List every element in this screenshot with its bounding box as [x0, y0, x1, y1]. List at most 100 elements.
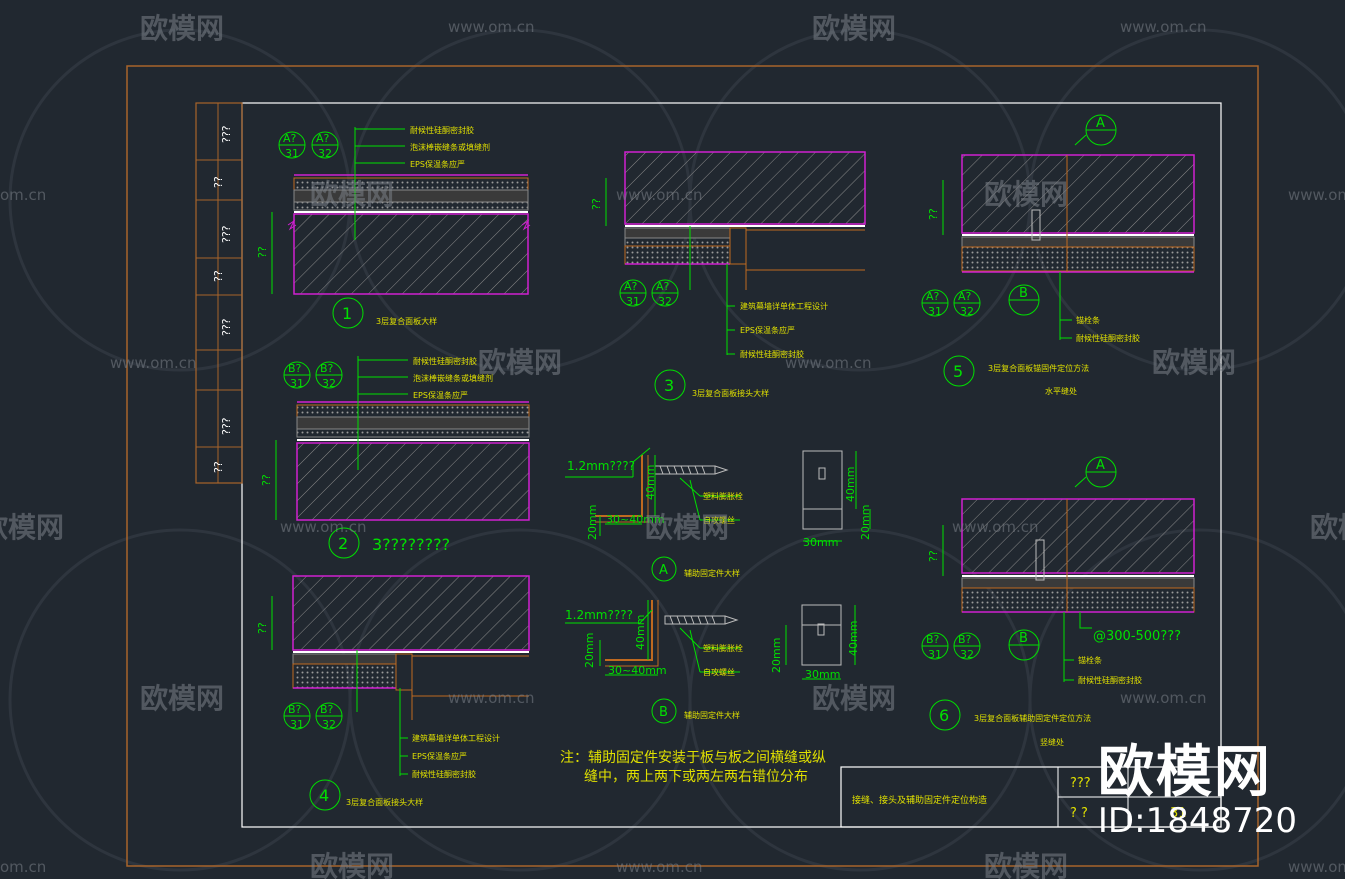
detail-3: ?? A? 31 A? 32 建筑幕墙详单体工程设计 EPS保温条应严 耐候性硅… [590, 151, 866, 401]
tag-top: B? [926, 633, 940, 646]
tag-bottom: 31 [285, 147, 299, 160]
strip-label: ??? [220, 318, 233, 336]
watermark-url: www.om.cn [616, 186, 703, 204]
watermark-brand: 欧模网 [984, 850, 1068, 879]
title-row2-label: ? ? [1070, 806, 1088, 821]
note: 泡沫棒嵌缝条或填缝剂 [413, 373, 493, 383]
dim-label: 40mm [644, 465, 657, 500]
watermark-brand: 欧模网 [0, 511, 64, 544]
dim-label: 20mm [583, 633, 596, 668]
tag-top: A? [316, 132, 330, 145]
watermark-brand: 欧模网 [140, 682, 224, 715]
tag-top: B? [958, 633, 972, 646]
watermark-url: www.om.cn [1120, 18, 1207, 36]
tag-bottom: 31 [290, 718, 304, 731]
note: 耐候性硅酮密封胶 [740, 349, 804, 359]
dim-label: ?? [260, 474, 273, 486]
watermark-url: www.om.cn [1288, 186, 1345, 204]
title-row2-value: 31 [1170, 806, 1187, 821]
dim-label: 30~40mm [606, 513, 665, 526]
dim-label: ?? [256, 622, 269, 634]
note: 耐候性硅酮密封胶 [412, 769, 476, 779]
detail-4: ?? B? 31 B? 32 建筑幕墙详单体工程设计 EPS保温条应严 耐候性硅… [256, 575, 530, 811]
note: 塑料膨胀栓 [703, 643, 743, 653]
spacing-label: @300-500??? [1093, 629, 1181, 644]
note: 自攻螺丝 [703, 515, 735, 525]
detail-title: 3层复合面板接头大样 [346, 797, 423, 807]
note: 耐候性硅酮密封胶 [1078, 675, 1142, 685]
note: 耐候性硅酮密封胶 [410, 125, 474, 135]
detail-number: 2 [338, 534, 348, 553]
strip-label: ??? [220, 125, 233, 143]
watermark-url: www.om.cn [110, 354, 197, 372]
tag-top: B? [320, 362, 334, 375]
dim-label: 40mm [847, 621, 860, 656]
dim-label: 30mm [805, 668, 840, 681]
note: 耐候性硅酮密封胶 [413, 356, 477, 366]
dim-label: 40mm [634, 615, 647, 650]
watermarks: 欧模网 www.om.cn 欧模网 www.om.cn om.cn 欧模网 ww… [0, 12, 1345, 879]
watermark-url: www.om.cn [448, 689, 535, 707]
overlay-id: ID:1848720 [1097, 801, 1297, 841]
detail-title: 辅助固定件大样 [684, 568, 740, 578]
tag-bottom: 31 [928, 648, 942, 661]
dim-label: ?? [256, 246, 269, 258]
strip-label: ?? [212, 270, 225, 282]
watermark-brand: 欧模网 [1310, 511, 1345, 544]
left-strip: ??? ?? ??? ?? ??? ??? ?? [195, 102, 243, 484]
watermark-url: www.om.cn [1120, 689, 1207, 707]
section-mark: B [1019, 631, 1028, 646]
watermark-brand: 欧模网 [645, 511, 729, 544]
dim-label: ?? [927, 550, 940, 562]
detail-A: 1.2mm???? 40mm 20mm 30~40mm 塑料膨胀栓 自攻螺丝 4… [565, 447, 872, 582]
dim-label: 20mm [770, 638, 783, 673]
detail-number: A [659, 563, 668, 578]
section-mark: B [1019, 286, 1028, 301]
tag-top: B? [288, 362, 302, 375]
note: EPS保温条应严 [413, 390, 468, 400]
note: 泡沫棒嵌缝条或填缝剂 [410, 142, 490, 152]
detail-number: 3 [664, 376, 674, 395]
watermark-brand: 欧模网 [310, 178, 394, 211]
detail-number: 6 [939, 706, 949, 725]
watermark-url: www.om.cn [280, 518, 367, 536]
note: EPS保温条应严 [412, 751, 467, 761]
tag-top: A? [283, 132, 297, 145]
detail-B: 1.2mm???? 40mm 20mm 30~40mm 塑料膨胀栓 自攻螺丝 4… [565, 600, 860, 724]
note: 塑料膨胀栓 [703, 491, 743, 501]
strip-label: ??? [220, 225, 233, 243]
watermark-url: www.om.cn [1288, 858, 1345, 876]
tag-top: B? [320, 703, 334, 716]
tag-bottom: 32 [322, 377, 336, 390]
detail-title: 3???????? [372, 535, 450, 554]
detail-title: 3层复合面板大样 [376, 316, 437, 326]
tag-top: A? [656, 280, 670, 293]
detail-number: 4 [319, 786, 329, 805]
detail-number: 1 [342, 304, 352, 323]
strip-label: ??? [220, 417, 233, 435]
tag-bottom: 32 [960, 305, 974, 318]
title-block: 接缝、接头及辅助固定件定位构造 ??? ? ? 31 [840, 766, 1222, 828]
section-mark: A [1096, 116, 1105, 131]
dim-label: 30mm [803, 536, 838, 549]
detail-title: 3层复合面板接头大样 [692, 388, 769, 398]
overlay-brand: 欧模网 [1097, 740, 1272, 805]
dim-label: 20mm [859, 505, 872, 540]
note: EPS保温条应严 [410, 159, 465, 169]
note: EPS保温条应严 [740, 325, 795, 335]
detail-number: 5 [953, 362, 963, 381]
tag-bottom: 32 [658, 295, 672, 308]
note: 耐候性硅酮密封胶 [1076, 333, 1140, 343]
section-mark: A [1096, 458, 1105, 473]
detail-number: B [659, 705, 668, 720]
watermark-url: om.cn [0, 186, 46, 204]
watermark-url: www.om.cn [616, 858, 703, 876]
dim-label: 30~40mm [608, 664, 667, 677]
tag-bottom: 32 [322, 718, 336, 731]
watermark-url: www.om.cn [448, 18, 535, 36]
watermark-brand: 欧模网 [140, 12, 224, 45]
strip-label: ?? [212, 176, 225, 188]
watermark-url: www.om.cn [785, 354, 872, 372]
tag-top: A? [624, 280, 638, 293]
